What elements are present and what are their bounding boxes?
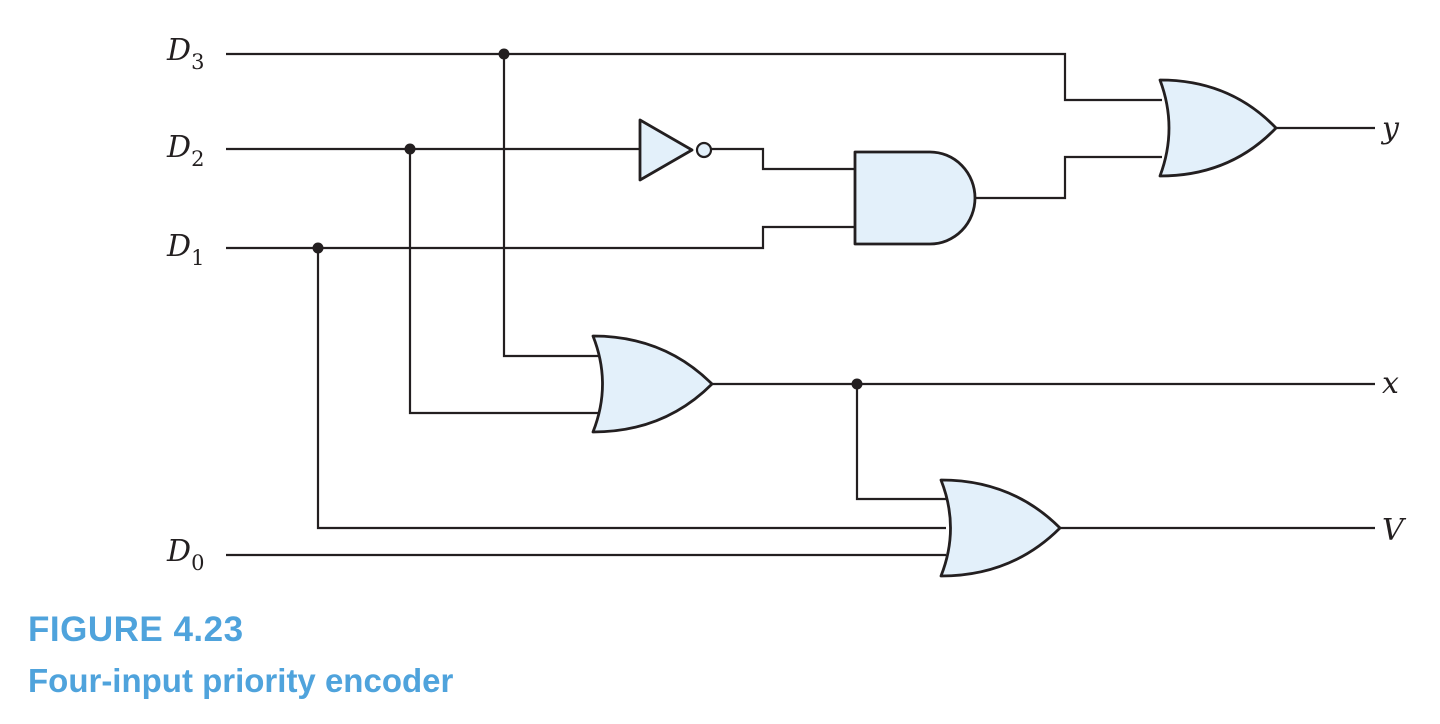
output-label-y: y [1380,111,1400,146]
wire-x-branch [855,384,946,501]
wire-d3 [226,52,1162,102]
input-label-d0: D0 [166,534,204,575]
junction-x [851,378,863,390]
figure-number: FIGURE 4.23 [28,610,244,649]
or-gate-x [591,334,714,434]
and-gate [853,150,977,246]
wire-d2-branch [408,149,598,415]
wire-d1 [226,225,855,250]
not-gate [638,118,694,182]
junction-d3 [498,48,510,60]
input-label-d2: D2 [166,130,204,171]
wire-not-out [711,147,855,171]
junction-d2 [404,143,416,155]
input-label-d3: D3 [166,33,204,74]
junction-d1 [312,242,324,254]
input-label-d1: D1 [166,229,204,270]
wire-d3-branch [502,54,598,358]
or-gate-y [1158,78,1278,178]
or-gate-v [939,478,1062,578]
figure-title: Four-input priority encoder [28,662,454,699]
wire-and-out [975,155,1162,200]
wire-d1-branch [316,248,946,530]
output-label-x: x [1382,366,1399,401]
not-bubble [695,141,713,159]
output-label-v: V [1382,513,1407,548]
